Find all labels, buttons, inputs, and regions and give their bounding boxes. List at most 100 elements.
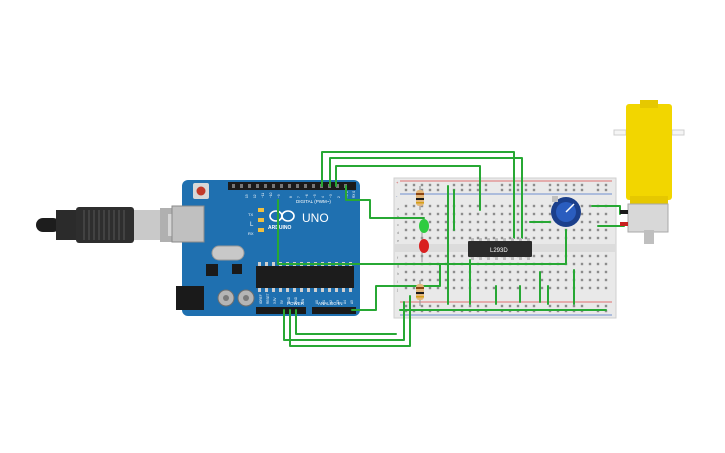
analog-pin-labels: A0 A1 A2 A3 A4 A5 — [315, 300, 354, 304]
breadboard-hole — [436, 212, 440, 216]
breadboard-hole — [500, 183, 504, 187]
breadboard-hole — [484, 220, 488, 224]
chip-label: L293D — [490, 248, 508, 254]
breadboard-hole — [604, 278, 608, 282]
breadboard-hole — [596, 212, 600, 216]
breadboard-hole — [548, 270, 552, 274]
pin-label: A0 — [315, 300, 319, 304]
breadboard-hole — [412, 188, 416, 192]
breadboard-hole — [500, 204, 504, 208]
breadboard-hole — [580, 220, 584, 224]
breadboard-hole — [548, 278, 552, 282]
breadboard-hole — [436, 254, 440, 258]
breadboard-hole — [468, 304, 472, 308]
breadboard-hole — [556, 278, 560, 282]
breadboard-hole — [540, 212, 544, 216]
breadboard-hole — [452, 183, 456, 187]
breadboard-hole — [540, 204, 544, 208]
wire — [329, 157, 523, 239]
breadboard-hole — [468, 212, 472, 216]
breadboard-hole — [420, 204, 424, 208]
pin-label: ~9 — [277, 194, 281, 198]
breadboard-hole — [588, 254, 592, 258]
breadboard-hole — [452, 278, 456, 282]
breadboard-hole — [580, 262, 584, 266]
breadboard-hole — [444, 220, 448, 224]
breadboard-hole — [420, 278, 424, 282]
breadboard-hole — [436, 286, 440, 290]
breadboard-hole — [476, 183, 480, 187]
breadboard-hole — [540, 254, 544, 258]
breadboard-hole — [412, 212, 416, 216]
breadboard-hole — [460, 304, 464, 308]
breadboard-hole — [436, 304, 440, 308]
breadboard-hole — [548, 304, 552, 308]
breadboard-hole — [500, 236, 504, 240]
breadboard-hole — [588, 262, 592, 266]
breadboard-hole — [580, 212, 584, 216]
breadboard-hole — [508, 304, 512, 308]
breadboard-hole — [596, 183, 600, 187]
breadboard-hole — [564, 278, 568, 282]
pin-label: 4 — [321, 196, 325, 198]
wire — [283, 301, 405, 341]
breadboard-hole — [524, 220, 528, 224]
breadboard-hole — [580, 228, 584, 232]
breadboard-hole — [452, 254, 456, 258]
pin-label: 13 — [245, 194, 249, 198]
breadboard-hole — [428, 228, 432, 232]
breadboard-hole — [516, 188, 520, 192]
breadboard-hole — [404, 228, 408, 232]
row-letter: b — [397, 214, 400, 219]
breadboard-hole — [492, 204, 496, 208]
pin-label: 12 — [253, 194, 257, 198]
breadboard-hole — [580, 236, 584, 240]
wire — [277, 199, 567, 265]
breadboard-hole — [476, 278, 480, 282]
breadboard-hole — [604, 286, 608, 290]
breadboard-hole — [444, 212, 448, 216]
breadboard-hole — [404, 254, 408, 258]
wire — [321, 151, 515, 239]
breadboard-hole — [484, 228, 488, 232]
breadboard-hole — [556, 236, 560, 240]
pin-label: GND — [287, 296, 291, 304]
breadboard-hole — [404, 270, 408, 274]
breadboard-hole — [492, 286, 496, 290]
breadboard-hole — [580, 278, 584, 282]
breadboard-hole — [508, 228, 512, 232]
breadboard-hole — [604, 270, 608, 274]
breadboard-hole — [588, 228, 592, 232]
breadboard-hole — [436, 204, 440, 208]
breadboard-hole — [516, 183, 520, 187]
pin-label: IOREF — [259, 294, 263, 304]
row-letter: g — [397, 263, 399, 268]
pin-label: RESET — [266, 293, 270, 304]
rail-sign-plus: + — [396, 180, 399, 185]
breadboard-hole — [588, 286, 592, 290]
breadboard-hole — [460, 204, 464, 208]
arduino-board: L TX RX ARDUINO UNO DIGITAL (PWM~) POWER… — [171, 180, 360, 316]
breadboard-hole — [404, 220, 408, 224]
pin-label: 3.3V — [273, 297, 277, 304]
analog-header — [312, 307, 356, 314]
breadboard-hole — [460, 188, 464, 192]
breadboard-hole — [500, 228, 504, 232]
wire — [345, 185, 425, 219]
logo-text: ARDUINO — [268, 225, 291, 231]
pin-label: ~5 — [313, 194, 317, 198]
breadboard-hole — [532, 204, 536, 208]
breadboard-hole — [596, 236, 600, 240]
breadboard-hole — [484, 204, 488, 208]
breadboard-hole — [516, 270, 520, 274]
breadboard-hole — [428, 236, 432, 240]
breadboard-hole — [596, 254, 600, 258]
breadboard-hole — [572, 236, 576, 240]
breadboard-hole — [404, 212, 408, 216]
breadboard-hole — [468, 183, 472, 187]
row-letter: c — [397, 222, 399, 227]
breadboard-hole — [548, 236, 552, 240]
breadboard-hole — [500, 220, 504, 224]
row-letter: i — [397, 279, 398, 284]
